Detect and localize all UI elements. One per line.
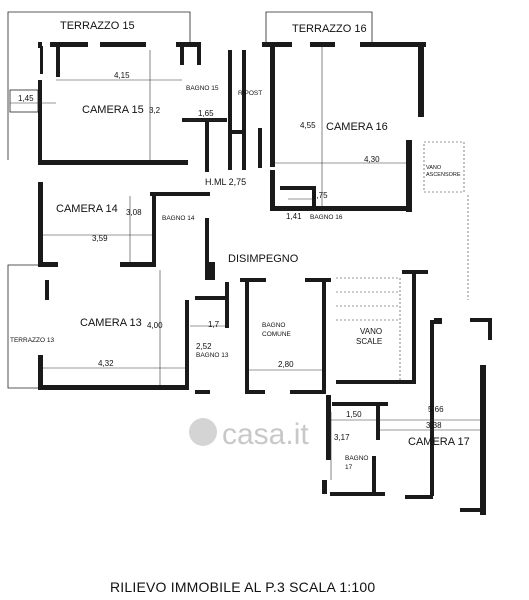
label-terrazzo-15: TERRAZZO 15 xyxy=(60,20,135,32)
label-bagno-comune-a: BAGNO xyxy=(262,322,285,329)
dim-5-66: 5,66 xyxy=(428,405,444,414)
dim-4-32: 4,32 xyxy=(98,359,114,368)
dimension-lines xyxy=(10,47,480,480)
label-disimpegno: DISIMPEGNO xyxy=(228,253,299,265)
label-terrazzo-16: TERRAZZO 16 xyxy=(292,23,367,35)
dim-4-00: 4,00 xyxy=(147,321,163,330)
watermark-text: casa.it xyxy=(222,418,309,451)
terrace-outlines xyxy=(7,11,373,389)
label-bagno-16: BAGNO 16 xyxy=(310,214,343,221)
dim-4-15: 4,15 xyxy=(114,71,130,80)
label-bagno-15: BAGNO 15 xyxy=(186,85,219,92)
label-bagno-13: BAGNO 13 xyxy=(196,352,229,359)
dim-2-52: 2,52 xyxy=(196,342,212,351)
label-bagno-17-a: BAGNO xyxy=(345,455,368,462)
label-terrazzo-13: TERRAZZO 13 xyxy=(10,337,54,344)
label-vano-scale-a: VANO xyxy=(360,327,382,336)
dim-3-17: 3,17 xyxy=(334,433,350,442)
dim-1-7: 1,7 xyxy=(208,320,220,329)
label-hml: H.ML 2,75 xyxy=(205,177,246,187)
label-camera-17: CAMERA 17 xyxy=(408,436,470,448)
dashed-elements xyxy=(336,141,469,380)
label-camera-14: CAMERA 14 xyxy=(56,203,118,215)
dim-1-50: 1,50 xyxy=(346,410,362,419)
room-labels: TERRAZZO 15 TERRAZZO 16 TERRAZZO 13 CAME… xyxy=(10,20,470,471)
plan-caption: RILIEVO IMMOBILE AL P.3 SCALA 1:100 xyxy=(110,579,375,595)
dim-1-65: 1,65 xyxy=(198,109,214,118)
label-camera-15: CAMERA 15 xyxy=(82,104,144,116)
label-camera-13: CAMERA 13 xyxy=(80,317,142,329)
dim-1-45: 1,45 xyxy=(18,94,34,103)
dim-4-55: 4,55 xyxy=(300,121,316,130)
watermark: casa.it xyxy=(189,418,309,451)
dim-2-80: 2,80 xyxy=(278,360,294,369)
label-camera-16: CAMERA 16 xyxy=(326,121,388,133)
label-bagno-comune-b: COMUNE xyxy=(262,331,292,338)
label-vano-scale-b: SCALE xyxy=(356,337,382,346)
label-bagno-14: BAGNO 14 xyxy=(162,215,195,222)
dimension-labels: 4,15 3,2 1,45 1,65 4,55 4,30 2,75 1,41 3… xyxy=(18,71,444,442)
dim-3-08: 3,08 xyxy=(126,208,142,217)
label-vano-ascensore-a: VANO xyxy=(426,165,442,171)
dim-4-30: 4,30 xyxy=(364,155,380,164)
label-bagno-17-b: 17 xyxy=(345,464,353,471)
label-vano-ascensore-b: ASCENSORE xyxy=(426,172,461,178)
dim-2-75: 2,75 xyxy=(312,191,328,200)
dim-1-41: 1,41 xyxy=(286,212,302,221)
dim-3-38: 3,38 xyxy=(426,421,442,430)
label-riposto: RIPOST xyxy=(238,90,262,97)
dim-3-59: 3,59 xyxy=(92,234,108,243)
walls xyxy=(38,42,492,515)
dim-3-2: 3,2 xyxy=(149,106,161,115)
